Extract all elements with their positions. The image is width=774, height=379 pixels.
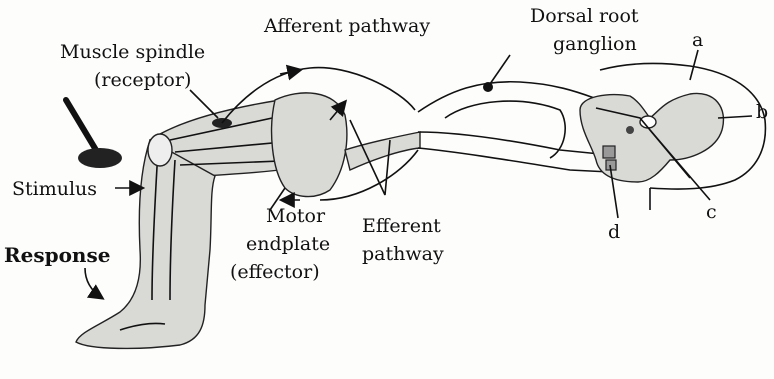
motor-label-line1: Motor [266, 205, 326, 227]
stimulus-label: Stimulus [12, 178, 97, 200]
quadriceps-muscle [272, 93, 420, 197]
label-d: d [608, 221, 620, 243]
afferent-arrow [280, 70, 300, 74]
reflex-hammer-icon [66, 100, 122, 168]
label-a-pointer [690, 50, 698, 80]
spindle-pointer [190, 90, 218, 118]
response-label: Response [4, 243, 110, 267]
drg-label-line2: ganglion [553, 33, 637, 55]
label-c: c [706, 201, 717, 223]
drg-pointer [490, 55, 510, 84]
spindle-label-line1: Muscle spindle [60, 41, 205, 63]
spindle-label-line2: (receptor) [94, 69, 191, 91]
efferent-label-line2: pathway [362, 243, 444, 265]
spinal-cord-section [580, 63, 765, 210]
response-pointer [85, 268, 102, 298]
afferent-pathway-label: Afferent pathway [263, 15, 430, 37]
efferent-label-line1: Efferent [362, 215, 441, 237]
dorsal-root-ganglion [418, 82, 600, 158]
label-a: a [692, 29, 703, 51]
motor-label-line2: endplate [246, 233, 330, 255]
label-b: b [756, 101, 768, 123]
drg-label-line1: Dorsal root [530, 5, 639, 27]
motor-label-line3: (effector) [230, 261, 320, 283]
